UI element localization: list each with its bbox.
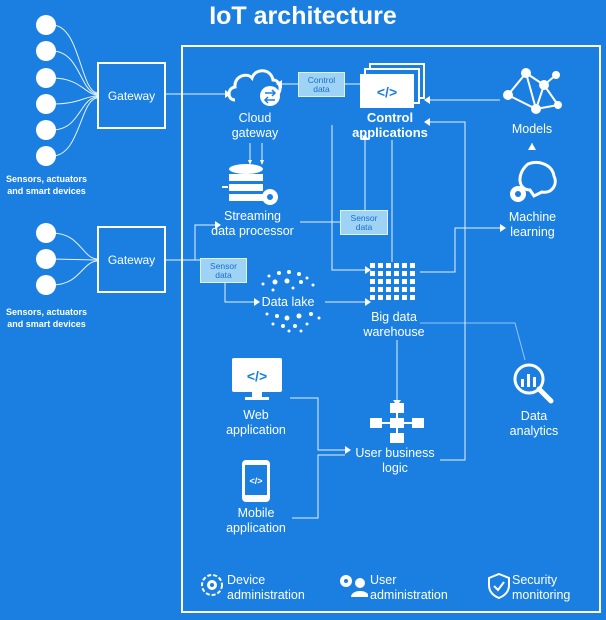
flowchart-icon — [370, 403, 424, 443]
device-admin-gear-icon — [201, 574, 223, 596]
security-shield-icon — [488, 573, 510, 599]
control-applications-icon: </> — [360, 63, 425, 108]
brain-gear-icon — [510, 161, 557, 202]
gateway-label: Gateway — [107, 252, 156, 267]
models-label: Models — [511, 122, 553, 136]
data-lake-dots-icon — [261, 270, 321, 333]
user-admin-icon — [340, 575, 368, 597]
gateway-box-2: Gateway — [97, 226, 166, 293]
data-lake-label: Data lake — [261, 295, 315, 309]
device-node-icon — [36, 68, 56, 88]
database-icon — [222, 164, 278, 205]
models-network-icon — [503, 68, 562, 114]
analytics-magnifier-icon — [513, 363, 554, 404]
device-node-icon — [36, 41, 56, 61]
svg-text:</>: </> — [247, 368, 267, 384]
page-title: IoT architecture — [209, 2, 397, 30]
device-node-icon — [36, 223, 56, 243]
device-node-icon — [36, 275, 56, 295]
monitor-code-icon: </> — [232, 358, 282, 400]
svg-text:</>: </> — [249, 476, 262, 486]
gateway-box-1: Gateway — [97, 62, 166, 129]
device-node-icon — [36, 146, 56, 166]
big-data-grid-icon — [370, 263, 415, 300]
cloud-gateway-icon — [227, 69, 282, 106]
mobile-phone-icon: </> — [242, 460, 270, 502]
device-node-icon — [36, 249, 56, 269]
device-node-icon — [36, 120, 56, 140]
device-node-icon — [36, 94, 56, 114]
platform-frame — [181, 45, 601, 613]
device-node-icon — [36, 15, 56, 35]
gateway-label: Gateway — [107, 88, 156, 103]
svg-text:</>: </> — [377, 84, 397, 100]
